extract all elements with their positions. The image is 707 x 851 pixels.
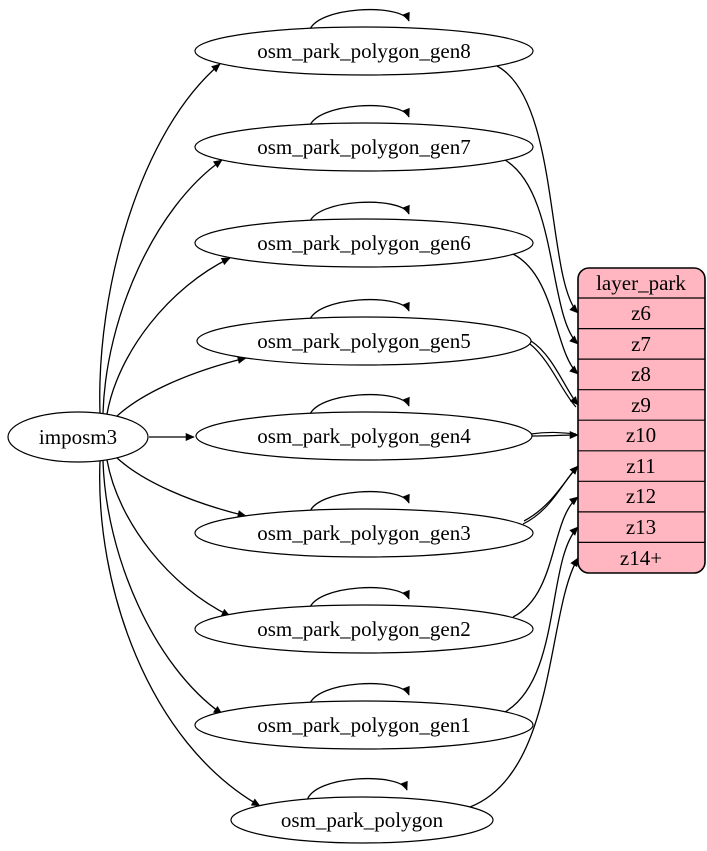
gen5-node-label: osm_park_polygon_gen5 [257, 329, 470, 353]
edge-gen3-to-z11 [523, 465, 579, 522]
gen1-node-label: osm_park_polygon_gen1 [257, 713, 470, 737]
edge-imposm3-to-gen8 [99, 63, 221, 414]
gen2-node-label: osm_park_polygon_gen2 [257, 617, 470, 641]
layer-row-z14plus: z14+ [620, 546, 662, 570]
edge-imposm3-to-gen1 [102, 460, 223, 715]
self-loops [306, 8, 410, 802]
self-loop-gen5 [308, 298, 410, 323]
gen2-node-shape [194, 604, 534, 654]
gen6-node-label: osm_park_polygon_gen6 [257, 231, 470, 255]
node-osm-park-polygon-gen3: osm_park_polygon_gen3 [194, 508, 534, 558]
gen4-node-label: osm_park_polygon_gen4 [257, 424, 471, 448]
node-osm-park-polygon: osm_park_polygon [230, 796, 494, 844]
edge-imposm3-to-gen2 [106, 459, 231, 617]
edge-strand [530, 431, 577, 435]
gen8-node-shape [194, 26, 534, 76]
node-osm-park-polygon-gen7: osm_park_polygon_gen7 [194, 122, 534, 172]
node-osm-park-polygon-gen8: osm_park_polygon_gen8 [194, 26, 534, 76]
edge-imposm3-to-gen5 [113, 356, 247, 420]
gen1-node-shape [194, 700, 534, 750]
self-loop-gen1 [308, 682, 410, 707]
layer-row-z6: z6 [631, 301, 651, 325]
edge-gen8-to-z6 [496, 65, 579, 314]
osm-park-polygon-node-label: osm_park_polygon [281, 808, 444, 832]
edge-imposm3-to-osm-park-polygon [99, 460, 261, 807]
self-loop-gen4 [308, 393, 410, 418]
edge-gen7-to-z7 [504, 159, 579, 345]
layer-row-z7: z7 [631, 332, 651, 356]
gen3-node-shape [194, 508, 534, 558]
layer-park-title: layer_park [596, 271, 686, 295]
layer-park-record: layer_park z6 z7 z8 z9 z10 z11 z12 z13 z… [577, 267, 706, 574]
self-loop-gen2 [308, 586, 410, 611]
self-loop-osm-park-polygon [306, 777, 408, 802]
edge-gen5-to-z9 [530, 340, 579, 406]
self-loop-gen3 [308, 490, 410, 515]
node-osm-park-polygon-gen4: osm_park_polygon_gen4 [195, 411, 533, 461]
gen5-node-shape [196, 316, 532, 366]
gen7-node-label: osm_park_polygon_gen7 [257, 135, 470, 159]
node-osm-park-polygon-gen6: osm_park_polygon_gen6 [194, 218, 534, 268]
imposm3-node-shape [7, 411, 149, 463]
edge-gen4-to-z10 [531, 431, 579, 439]
edge-gen6-to-z8 [512, 253, 579, 375]
gen3-node-label: osm_park_polygon_gen3 [257, 521, 470, 545]
self-loop-gen8 [308, 8, 410, 33]
layer-row-z13: z13 [626, 515, 656, 539]
node-osm-park-polygon-gen5: osm_park_polygon_gen5 [196, 316, 532, 366]
layer-row-z12: z12 [626, 484, 656, 508]
edge-imposm3-to-gen3 [113, 454, 247, 518]
edge-strand [529, 343, 577, 408]
node-osm-park-polygon-gen1: osm_park_polygon_gen1 [194, 700, 534, 750]
edge-osm-park-polygon-to-z14 [469, 557, 579, 808]
edge-imposm3-to-gen6 [106, 257, 231, 415]
layer-row-z11: z11 [626, 454, 656, 478]
imposm3-node-label: imposm3 [39, 425, 117, 449]
gen7-node-shape [194, 122, 534, 172]
edge-strand [522, 467, 577, 525]
layer-row-z8: z8 [631, 362, 651, 386]
layer-row-z10: z10 [626, 423, 656, 447]
edge-gen1-to-z13 [504, 526, 579, 713]
layer-row-z9: z9 [631, 393, 651, 417]
node-osm-park-polygon-gen2: osm_park_polygon_gen2 [194, 604, 534, 654]
gen8-node-label: osm_park_polygon_gen8 [257, 39, 470, 63]
edges-to-layer [469, 65, 579, 808]
self-loop-gen7 [308, 104, 410, 129]
self-loop-gen6 [308, 201, 410, 225]
edge-gen2-to-z12 [512, 496, 579, 618]
osm-park-polygon-node-shape [230, 796, 494, 844]
node-imposm3: imposm3 [7, 411, 149, 463]
gen4-node-shape [195, 411, 533, 461]
gen6-node-shape [194, 218, 534, 268]
edges-from-source [99, 63, 261, 807]
edge-imposm3-to-gen7 [102, 159, 223, 414]
